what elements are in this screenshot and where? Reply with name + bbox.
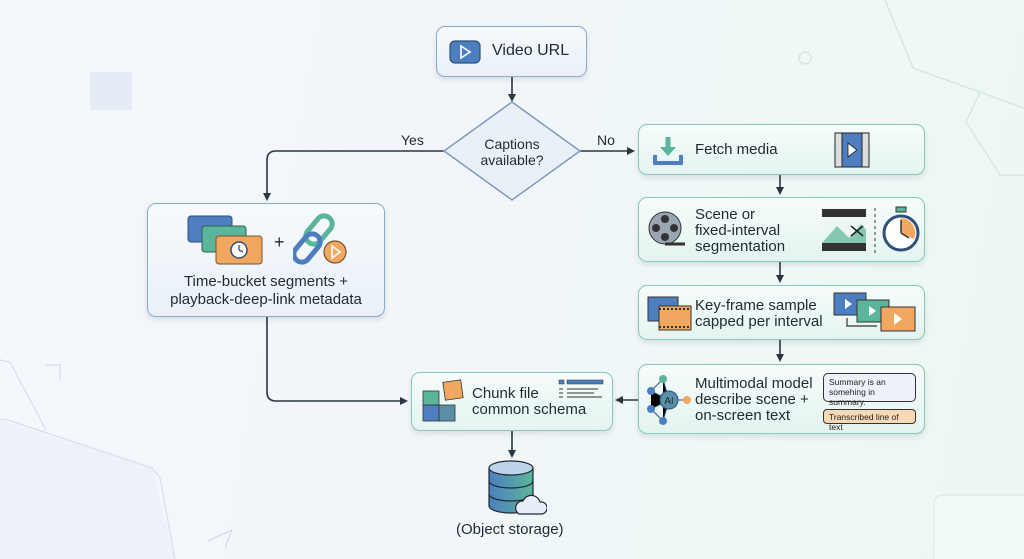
node-keyframe[interactable]: Key-frame sample capped per interval	[638, 285, 925, 340]
divider-dashed	[874, 208, 876, 254]
multimodal-label: Multimodal model describe scene + on-scr…	[695, 375, 813, 424]
yes-label: Yes	[401, 132, 424, 148]
film-play-icon	[834, 132, 870, 168]
no-label: No	[597, 132, 615, 148]
node-multimodal[interactable]: AI Multimodal model describe scene + on-…	[638, 364, 925, 434]
node-fetch-media[interactable]: Fetch media	[638, 124, 925, 175]
segmentation-label: Scene or fixed-interval segmentation	[695, 206, 786, 255]
schema-lines-icon	[558, 379, 604, 398]
play-button-icon	[449, 40, 481, 64]
storage-label: (Object storage)	[456, 521, 564, 538]
puzzle-icon	[422, 379, 464, 422]
time-bucket-label: Time-bucket segments + playback-deep-lin…	[170, 273, 362, 308]
chain-link-play-icon	[293, 213, 347, 265]
frame-sequence-icon	[833, 292, 916, 332]
keyframe-label: Key-frame sample capped per interval	[695, 297, 823, 330]
film-cut-icon	[822, 209, 866, 251]
database-cloud-icon	[488, 460, 547, 515]
node-segmentation[interactable]: Scene or fixed-interval segmentation	[638, 197, 925, 262]
download-icon	[653, 137, 683, 165]
film-frames-icon	[647, 296, 692, 331]
node-chunk-file[interactable]: Chunk file common schema	[411, 372, 613, 431]
summary-bubble: Summary is an somehing in summary.	[823, 373, 916, 407]
film-reel-icon	[648, 211, 685, 246]
node-video-url[interactable]: Video URL	[436, 26, 587, 77]
chunk-label: Chunk file common schema	[472, 385, 587, 418]
svg-text:AI: AI	[664, 396, 673, 407]
transcribed-pill: Transcribed line of text	[823, 409, 916, 432]
decision-label: Captions available?	[480, 136, 544, 168]
ai-network-icon: AI	[647, 375, 691, 425]
stopwatch-icon	[882, 206, 920, 252]
node-time-bucket[interactable]: + Time-bucket segments + playback-deep-l…	[147, 203, 385, 317]
clock-cards-icon	[187, 215, 263, 265]
